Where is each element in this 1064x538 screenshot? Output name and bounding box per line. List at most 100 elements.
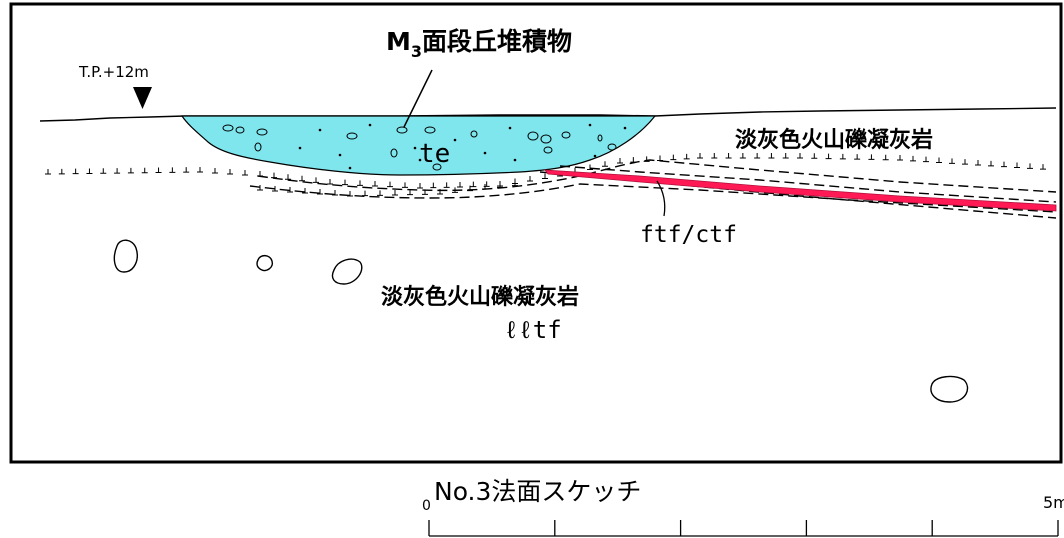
elevation-label: T.P.+12m (78, 63, 149, 81)
terrace-title: M3面段丘堆積物 (386, 27, 572, 61)
lower-tuff-code: ℓℓtf (504, 316, 562, 344)
tuff-symbol (949, 158, 955, 164)
sketch-frame (9, 2, 1063, 464)
tuff-symbol (317, 189, 323, 195)
tuff-symbol (470, 181, 477, 188)
tuff-symbol (962, 159, 968, 165)
tuff-symbol (257, 185, 263, 191)
tuff-symbol (155, 167, 162, 174)
tuff-symbol (697, 153, 703, 159)
tuff-symbol (1001, 161, 1007, 168)
tuff-symbol (739, 153, 746, 159)
scale-start-label: 0 (422, 498, 431, 514)
tuff-symbol (58, 168, 65, 175)
terrace-title-m: M (386, 27, 411, 56)
tuff-symbol (975, 160, 981, 166)
tuff-symbol (227, 169, 233, 175)
terrace-gravel-clasts (222, 124, 617, 171)
down-triangle-icon (133, 87, 152, 109)
tuff-symbol (910, 155, 916, 162)
tuff-symbol (854, 154, 861, 160)
tuff-symbol (825, 153, 832, 160)
tuff-symbol (45, 169, 51, 175)
terrace-title-rest: 面段丘堆積物 (422, 27, 572, 56)
tuff-symbol (72, 168, 79, 175)
tuff-symbol (287, 187, 293, 193)
tuff-symbol (141, 167, 148, 174)
tuff-symbol (392, 190, 398, 196)
tuff-symbol (711, 153, 718, 159)
lower-tuff-pebbles (113, 239, 969, 403)
tuff-symbol (407, 189, 413, 196)
upper-tuff-label: 淡灰色火山礫凝灰岩 (735, 127, 933, 153)
tuff-symbol (457, 182, 463, 188)
tuff-symbol (782, 153, 789, 159)
tuff-symbol (754, 153, 761, 159)
terrace-deposit-body (180, 115, 657, 176)
tuff-symbol (257, 171, 263, 177)
tuff-symbol (602, 161, 608, 167)
tuff-symbol (839, 153, 846, 160)
tuff-symbol (617, 158, 623, 164)
scale-end-label: 5m (1043, 493, 1064, 512)
tuff-symbol (725, 153, 732, 159)
ftf-ctf-leader-line (656, 180, 666, 217)
tuff-symbol (430, 182, 437, 189)
tuff-symbol (657, 155, 663, 161)
tuff-symbol (372, 181, 378, 187)
terrace-sand-dots (298, 123, 627, 170)
tuff-symbol (313, 177, 319, 183)
tuff-symbol (183, 167, 190, 173)
tuff-symbol (327, 179, 333, 185)
te-label: te (419, 139, 450, 169)
tuff-symbol (811, 153, 818, 159)
tuff-symbol (923, 156, 929, 163)
tuff-symbol (127, 167, 134, 174)
tuff-symbol (377, 190, 383, 196)
terrace-title-subscript: 3 (411, 42, 422, 61)
tuff-symbol (1014, 162, 1020, 168)
tuff-symbol (362, 190, 368, 197)
tuff-symbol (272, 186, 278, 192)
scale-bar (428, 520, 1059, 537)
tuff-symbol (387, 181, 393, 188)
tuff-symbol (768, 153, 775, 159)
tuff-symbol (527, 176, 533, 182)
tuff-symbol (882, 154, 889, 161)
tuff-symbol (443, 182, 450, 188)
tuff-symbol (868, 154, 875, 160)
tuff-symbol (542, 173, 548, 179)
tuff-symbol (285, 174, 291, 180)
tuff-symbol (988, 160, 994, 167)
tuff-symbol (271, 172, 277, 179)
tuff-symbol (212, 168, 218, 174)
tuff-symbol (1027, 163, 1033, 169)
tuff-symbol (302, 188, 308, 194)
tuff-symbol (357, 180, 363, 186)
tuff-symbol (332, 190, 338, 196)
lower-tuff-label: 淡灰色火山礫凝灰岩 (381, 284, 579, 310)
dashed-boundaries (249, 159, 1057, 219)
tuff-symbol (683, 153, 690, 160)
ftf-ctf-label: ftf/ctf (640, 222, 737, 248)
tuff-symbol (100, 168, 107, 174)
terrace-title-leader-line (403, 69, 433, 128)
tuff-symbol (670, 154, 677, 161)
fault-tuff-band (544, 169, 1057, 212)
tuff-symbol (417, 183, 423, 189)
tuff-symbol (114, 168, 121, 174)
ground-surface-line (39, 107, 1057, 122)
tuff-symbol (936, 157, 942, 163)
sketch-caption: No.3法面スケッチ (434, 477, 641, 506)
tuff-symbol (402, 182, 408, 188)
tuff-symbol (630, 157, 637, 163)
tuff-symbol (1040, 164, 1046, 170)
tuff-symbol (86, 168, 93, 174)
tuff-symbol (169, 167, 176, 173)
tuff-symbol (897, 155, 903, 161)
tuff-symbol (242, 170, 248, 176)
tuff-symbol (299, 175, 305, 182)
tuff-symbol (342, 179, 348, 186)
tuff-symbol (497, 182, 503, 188)
